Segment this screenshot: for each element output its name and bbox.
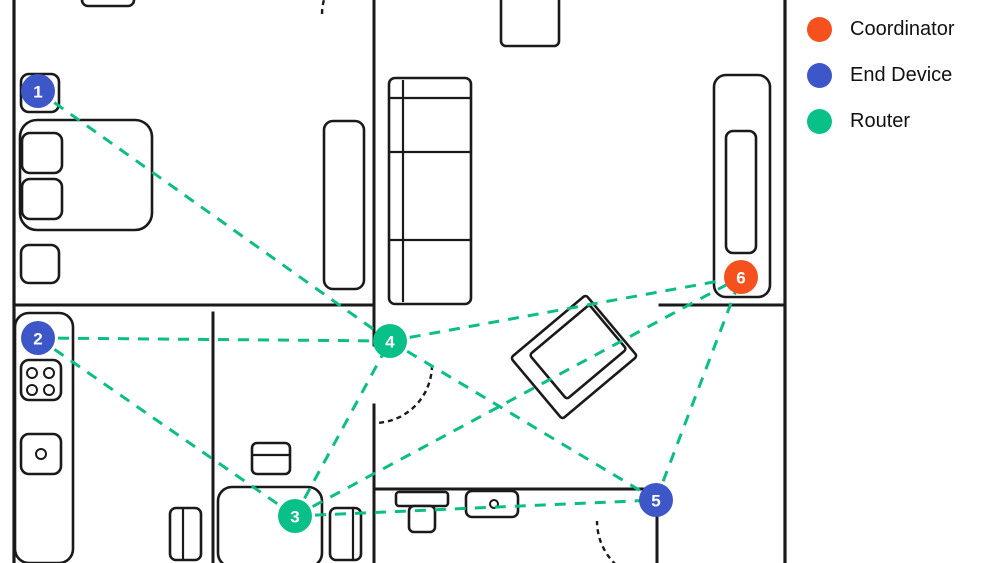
dining-table-inner: [529, 304, 627, 400]
node-label: 2: [33, 330, 42, 349]
network-nodes-layer[interactable]: 1 2 3 4 5 6: [21, 74, 758, 533]
bed-frame: [387, 76, 473, 306]
sofa-cushion-bot: [20, 177, 64, 221]
sofa-cushion-top: [20, 131, 64, 175]
network-node-5[interactable]: 5: [639, 483, 673, 517]
toilet-bowl: [407, 504, 437, 534]
node-label: 3: [290, 508, 299, 527]
bath-door-arc: [595, 520, 616, 563]
node-marker-icon: [724, 260, 758, 294]
node-label: 6: [736, 269, 745, 288]
toilet-tank: [394, 490, 450, 508]
network-node-1[interactable]: 1: [21, 74, 55, 108]
side-table: [19, 243, 61, 285]
small-cabinet: [250, 441, 292, 476]
counter-top-small: [80, 0, 136, 8]
legend-item-end-device[interactable]: End Device: [785, 52, 1000, 98]
burner-tl: [26, 367, 38, 379]
network-links-layer: [37, 89, 743, 518]
closet-rail: [724, 129, 758, 255]
sink-drain: [35, 448, 47, 460]
node-label: 5: [651, 492, 660, 511]
legend-item-router[interactable]: Router: [785, 98, 1000, 144]
stove: [19, 358, 63, 402]
legend-label: Coordinator: [850, 17, 955, 40]
node-marker-icon: [21, 321, 55, 355]
node-marker-icon: [373, 324, 407, 358]
wardrobe-top: [499, 0, 561, 48]
burner-bl: [26, 384, 38, 396]
chair-left: [168, 506, 203, 562]
network-node-3[interactable]: 3: [278, 499, 312, 533]
node-marker-icon: [21, 74, 55, 108]
doors-layer: [320, 0, 616, 563]
legend-item-coordinator[interactable]: Coordinator: [785, 6, 1000, 52]
network-node-2[interactable]: 2: [21, 321, 55, 355]
network-link-3-5: [294, 498, 657, 518]
node-marker-icon: [278, 499, 312, 533]
network-link-2-3: [37, 336, 296, 518]
network-link-5-6: [654, 276, 743, 501]
top-door-arc: [320, 0, 326, 15]
legend-label: Router: [850, 109, 911, 132]
node-label: 4: [385, 333, 395, 352]
node-marker-icon: [639, 483, 673, 517]
chair-right: [328, 506, 363, 562]
network-node-4[interactable]: 4: [373, 324, 407, 358]
legend-swatch-icon: [807, 62, 832, 88]
furniture-layer: [13, 0, 772, 563]
legend-swatch-icon: [807, 16, 832, 42]
legend-swatch-icon: [807, 108, 832, 134]
tall-cabinet-left: [322, 119, 366, 291]
node-label: 1: [33, 83, 42, 102]
legend-label: End Device: [850, 63, 953, 86]
burner-br: [43, 384, 55, 396]
hall-door-arc: [373, 364, 434, 425]
network-link-3-4: [293, 340, 392, 517]
network-link-3-6: [294, 275, 742, 518]
burner-tr: [43, 367, 55, 379]
network-node-6[interactable]: 6: [724, 260, 758, 294]
